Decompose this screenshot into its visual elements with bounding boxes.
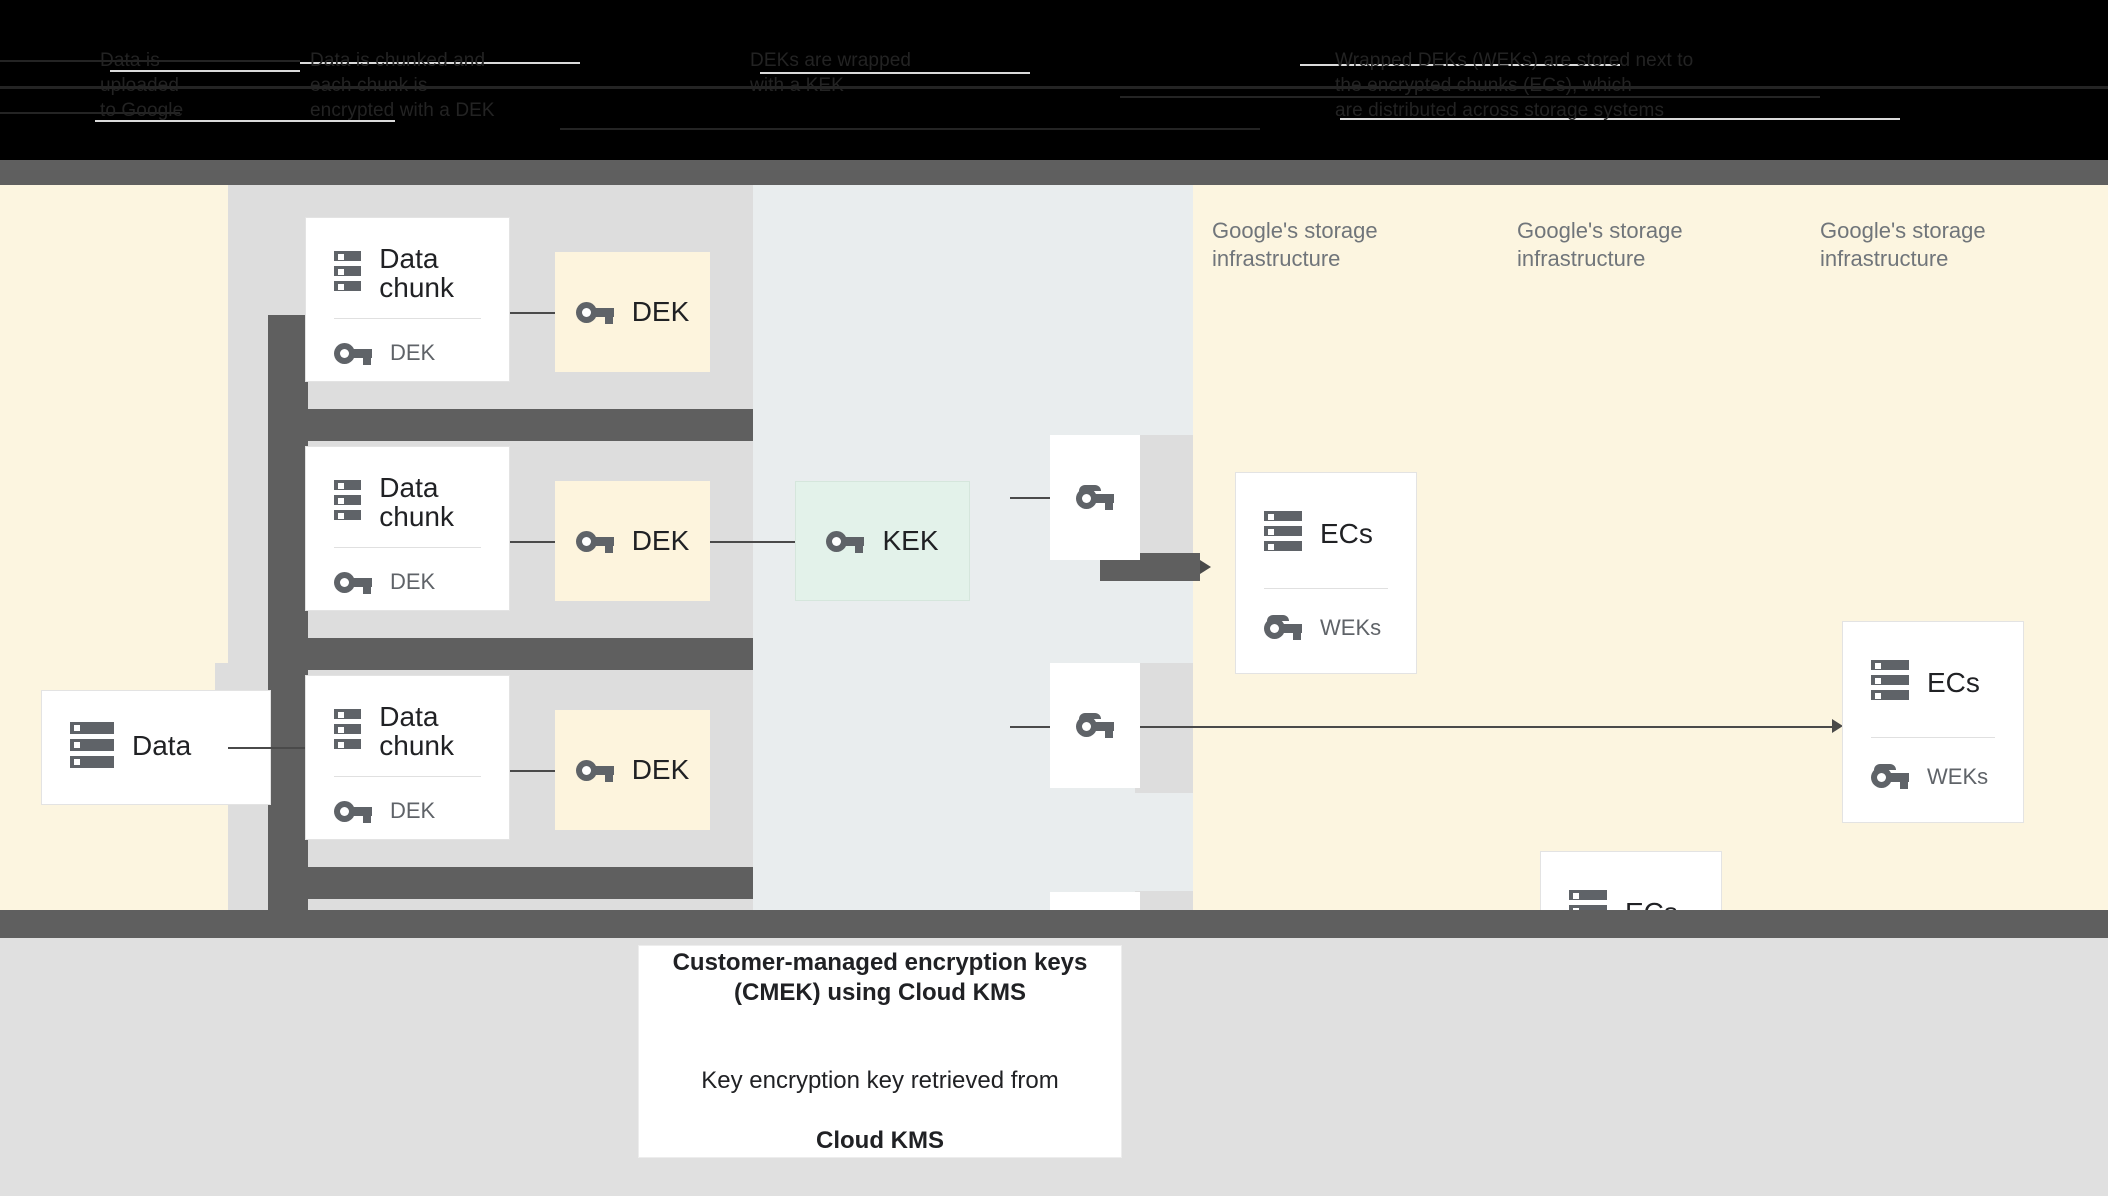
wrapped-key-icon [1076, 484, 1114, 511]
chunk-card-1[interactable]: Data chunk DEK [305, 217, 510, 382]
chunk-card-title: Data chunk [379, 701, 454, 761]
key-icon [334, 569, 372, 595]
dek-box-label: DEK [631, 754, 690, 785]
kek-box-label: KEK [882, 525, 939, 556]
wrapped-key-icon [1076, 712, 1114, 739]
infra-label-3: Google's storage infrastructure [1820, 218, 1986, 271]
chunk1-to-dek1-line [510, 312, 555, 314]
ec-card-key-label: WEKs [1320, 615, 1382, 640]
wkey-strip-1 [1135, 435, 1193, 565]
caption-subtitle-prefix: Key encryption key retrieved from [701, 1066, 1059, 1094]
key-icon [826, 528, 865, 554]
dek-box-2[interactable]: DEK [555, 481, 710, 601]
ec-card-title: ECs [1320, 518, 1373, 549]
chunk-card-title: Data chunk [379, 243, 454, 303]
chunk-card-3[interactable]: Data chunk DEK [305, 675, 510, 840]
server-icon [334, 708, 362, 754]
ec-card-1[interactable]: ECs WEKs [1235, 472, 1417, 674]
server-icon [334, 250, 362, 296]
key-icon [575, 528, 614, 554]
infra-label-2: Google's storage infrastructure [1517, 218, 1683, 271]
wrapped-key-box-2[interactable] [1050, 663, 1140, 788]
banner-step-3: DEKs are wrapped with a KEK [750, 50, 912, 96]
line-to-wkey-2 [1010, 726, 1050, 728]
server-icon [70, 722, 114, 768]
key-icon [334, 340, 372, 366]
data-card-title: Data [132, 729, 192, 761]
caption-subtitle: Key encryption key retrieved from Cloud … [701, 1036, 1058, 1156]
chunk-card-key-label: DEK [390, 569, 436, 594]
top-divider-band [0, 160, 2108, 185]
infra-label-1: Google's storage infrastructure [1212, 218, 1378, 271]
kek-box[interactable]: KEK [795, 481, 970, 601]
fanout-arm-1 [268, 409, 753, 441]
chunk2-to-dek2-line [510, 541, 555, 543]
dek-box-label: DEK [631, 525, 690, 556]
chunk-card-key-label: DEK [390, 340, 436, 365]
wrapped-key-icon [1264, 615, 1302, 641]
key-icon [575, 299, 614, 325]
line-wkey2-to-ec2 [1140, 726, 1840, 728]
chunk3-to-dek3-line [510, 770, 555, 772]
data-to-fanout-line [228, 747, 308, 749]
banner-step-1: Data is uploaded to Google [100, 50, 184, 121]
line-to-wkey-1 [1010, 497, 1050, 499]
ec-card-title: ECs [1927, 667, 1980, 698]
fanout-arm-3 [268, 867, 753, 899]
top-banner: Data is uploaded to Google Data is chunk… [0, 0, 2108, 160]
caption-subtitle-bold: Cloud KMS [816, 1126, 944, 1154]
banner-step-4: Wrapped DEKs (WEKs) are stored next to t… [1335, 50, 1694, 121]
dek2-to-kek-line [710, 541, 795, 543]
key-icon [575, 757, 614, 783]
banner-step-2: Data is chunked and each chunk is encryp… [310, 50, 495, 121]
dek-box-label: DEK [631, 296, 690, 327]
server-icon [334, 479, 362, 525]
chunk-card-key-label: DEK [390, 798, 436, 823]
arrow-to-ec-1 [1200, 560, 1211, 574]
wrapped-key-box-1[interactable] [1050, 435, 1140, 560]
ec-card-2[interactable]: ECs WEKs [1842, 621, 2024, 823]
caption-box: Customer-managed encryption keys (CMEK) … [638, 945, 1122, 1158]
server-icon [1264, 511, 1302, 556]
banner-streaks [0, 0, 2108, 160]
caption-title: Customer-managed encryption keys (CMEK) … [672, 948, 1088, 1006]
diagram-canvas: Data Data chunk DEK [0, 185, 2108, 1053]
wkey-strip-2 [1135, 663, 1193, 793]
fanout-arm-2 [268, 638, 753, 670]
ec-card-key-label: WEKs [1927, 764, 1989, 789]
dek-box-3[interactable]: DEK [555, 710, 710, 830]
bottom-divider-band [0, 910, 2108, 938]
dek-box-1[interactable]: DEK [555, 252, 710, 372]
server-icon [1871, 660, 1909, 705]
arrow-to-ec-2 [1832, 719, 1843, 733]
key-icon [334, 798, 372, 824]
chunk-card-title: Data chunk [379, 472, 454, 532]
wrapped-key-icon [1871, 764, 1909, 790]
chunk-card-2[interactable]: Data chunk DEK [305, 446, 510, 611]
